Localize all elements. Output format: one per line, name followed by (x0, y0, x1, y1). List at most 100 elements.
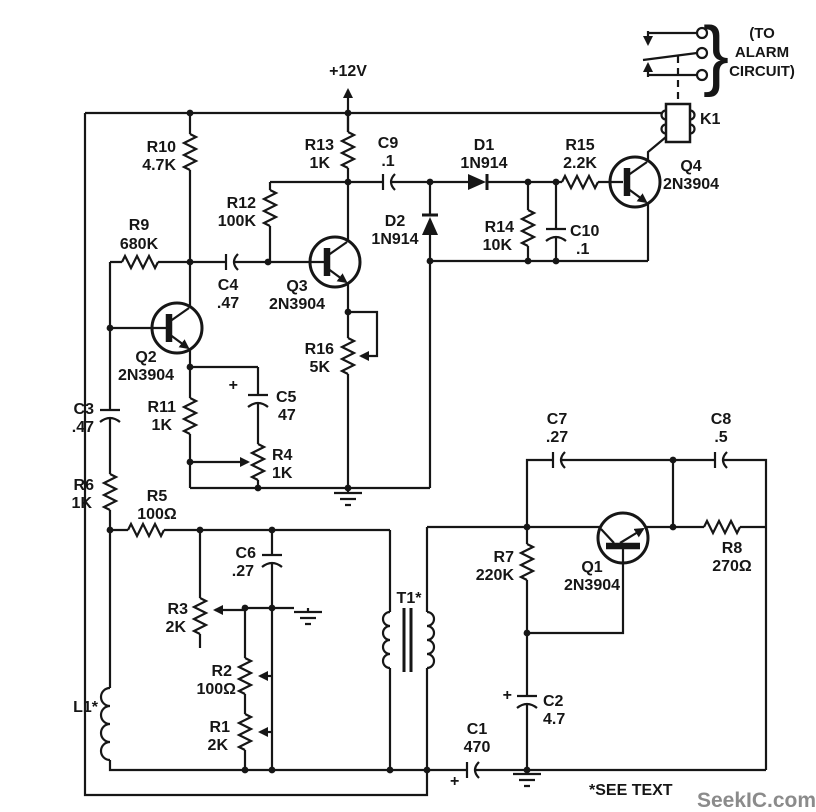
potentiometer-r16: R16 5K (305, 310, 379, 376)
potentiometer-r1: R1 2K (208, 713, 272, 754)
r14-value: 10K (483, 237, 513, 254)
r1-ref: R1 (210, 719, 231, 736)
relay-k1: K1 (660, 56, 721, 144)
q4-emitter-arrow-icon (626, 187, 648, 204)
r7-value: 220K (476, 567, 515, 584)
alarm-note-line1: (TO (749, 25, 775, 42)
potentiometer-r2: R2 100Ω (196, 657, 272, 698)
capacitor-c9: C9 .1 (378, 135, 399, 191)
r9-value: 680K (120, 236, 159, 253)
r13-value: 1K (310, 155, 331, 172)
c6-ref: C6 (236, 545, 257, 562)
resistor-r14: R14 10K (483, 209, 537, 254)
r2-ref: R2 (212, 663, 233, 680)
q3-value: 2N3904 (269, 296, 325, 313)
r4-ref: R4 (272, 447, 293, 464)
r4-value: 1K (272, 465, 293, 482)
c9-ref: C9 (378, 135, 399, 152)
resistor-r12: R12 100K (218, 189, 279, 230)
capacitor-c8: C8 .5 (711, 411, 732, 469)
d1-ref: D1 (474, 137, 495, 154)
r11-ref: R11 (148, 399, 177, 416)
r1-value: 2K (208, 737, 229, 754)
c4-ref: C4 (218, 277, 239, 294)
c4-value: .47 (217, 295, 239, 312)
r9-ref: R9 (129, 217, 150, 234)
k1-ref: K1 (700, 111, 721, 128)
capacitor-c6: C6 .27 (232, 545, 283, 580)
capacitor-c4: C4 .47 (217, 253, 239, 312)
c9-value: .1 (381, 153, 394, 170)
supply-label: +12V (329, 63, 367, 80)
q1-ref: Q1 (581, 559, 602, 576)
r6-ref: R6 (74, 477, 95, 494)
t1-core (402, 608, 413, 672)
resistor-r13: R13 1K (305, 131, 357, 172)
q2-value: 2N3904 (118, 367, 174, 384)
r12-value: 100K (218, 213, 257, 230)
circuit-wiring (83, 31, 768, 797)
r3-value: 2K (166, 619, 187, 636)
junction-dots (106, 109, 677, 774)
r16-wiper-arrow-icon (348, 310, 379, 361)
c10-ref: C10 (570, 223, 599, 240)
contact-terminal (695, 46, 709, 60)
capacitor-c1: C1 470 + (450, 721, 490, 790)
watermark: SeekIC.com (697, 789, 816, 812)
c1-polarity: + (450, 773, 459, 790)
r16-ref: R16 (305, 341, 334, 358)
r7-ref: R7 (494, 549, 515, 566)
d2-value: 1N914 (371, 231, 418, 248)
capacitor-c2: + C2 4.7 (503, 687, 566, 728)
contacts-brace: } (703, 10, 729, 98)
c10-value: .1 (576, 241, 589, 258)
resistor-r5: R5 100Ω (127, 488, 177, 539)
potentiometer-r3: R3 2K (166, 597, 245, 636)
d1-value: 1N914 (460, 155, 507, 172)
d2-ref: D2 (385, 213, 406, 230)
q4-value: 2N3904 (663, 176, 719, 193)
r6-value: 1K (72, 495, 93, 512)
alarm-note-line2: ALARM (735, 44, 789, 61)
transistor-q1: Q1 2N3904 (564, 511, 650, 594)
q1-value: 2N3904 (564, 577, 620, 594)
q1-emitter-arrow-icon (619, 527, 645, 544)
c2-polarity: + (503, 687, 512, 704)
r10-ref: R10 (147, 139, 176, 156)
r2-value: 100Ω (196, 681, 236, 698)
c5-ref: C5 (276, 389, 297, 406)
c8-ref: C8 (711, 411, 732, 428)
c7-ref: C7 (547, 411, 568, 428)
c5-value: 47 (278, 407, 296, 424)
c2-value: 4.7 (543, 711, 565, 728)
power-supply-12v: +12V (329, 63, 367, 132)
ground-symbol (294, 608, 322, 626)
capacitor-c5: + C5 47 (229, 377, 297, 424)
resistor-r7: R7 220K (476, 543, 536, 584)
capacitor-c7: C7 .27 (546, 411, 568, 469)
capacitor-c3: C3 .47 (72, 401, 121, 436)
r11-value: 1K (152, 417, 173, 434)
r12-ref: R12 (227, 195, 256, 212)
contact-terminal (695, 68, 709, 82)
r8-ref: R8 (722, 540, 743, 557)
r15-ref: R15 (565, 137, 594, 154)
resistor-r11: R11 1K (148, 397, 199, 435)
c1-ref: C1 (467, 721, 488, 738)
inductor-l1: L1* (73, 686, 111, 762)
diode-d1: D1 1N914 (460, 137, 508, 190)
r5-ref: R5 (147, 488, 168, 505)
r3-ref: R3 (168, 601, 189, 618)
see-text-note: *SEE TEXT (589, 782, 673, 799)
r8-value: 270Ω (712, 558, 752, 575)
c3-ref: C3 (74, 401, 95, 418)
r16-value: 5K (310, 359, 331, 376)
transformer-t1: T1* (381, 590, 436, 672)
diode-d2: D2 1N914 (371, 213, 438, 248)
c7-value: .27 (546, 429, 568, 446)
c6-value: .27 (232, 563, 254, 580)
transistor-q3: Q3 2N3904 (269, 235, 362, 313)
transistor-q2: Q2 2N3904 (118, 301, 204, 384)
